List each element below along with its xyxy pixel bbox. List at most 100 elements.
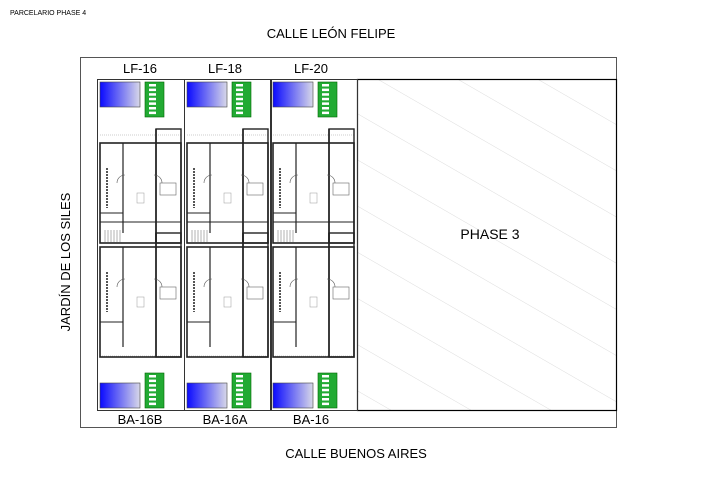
garden-step [322,111,329,115]
street-west-label: JARDÍN DE LOS SILES [58,192,73,331]
bathroom [246,182,264,196]
garden-step [236,375,243,378]
door-swing [326,278,336,288]
street-north-label: CALLE LEÓN FELIPE [267,26,396,41]
garden-step [149,102,156,105]
door-swing [153,174,163,184]
stair-core [272,221,355,244]
door-swing [240,278,250,288]
garden-step [236,402,243,406]
garden-step [149,388,156,392]
garden-step [236,84,243,87]
garden-step [322,384,329,387]
pool [99,382,141,409]
house-wall [272,246,355,358]
garden-step [149,402,156,406]
door-swing [153,278,163,288]
lot-parcel [97,79,185,411]
garden-step [236,379,243,383]
garden-step [236,97,243,101]
door-swing [203,174,213,184]
garden-step [149,375,156,378]
garden-step [236,88,243,92]
door-swing [116,278,126,288]
house-wall [186,246,269,358]
garden-step [236,102,243,105]
phase3-area: PHASE 3 [356,78,618,412]
garden-step [149,379,156,383]
stair-core [186,221,269,244]
garden-step [149,107,156,110]
garden-step [236,93,243,96]
bathroom [332,182,350,196]
garden-step [322,402,329,406]
lot-parcel [270,79,358,411]
street-south-label: CALLE BUENOS AIRES [285,446,427,461]
table [309,192,318,204]
door-swing [289,278,299,288]
door-swing [203,278,213,288]
garden-step [149,393,156,396]
door-swing [240,174,250,184]
lot-label-ba16a: BA-16A [203,412,248,427]
door-swing [289,174,299,184]
house-plan [186,232,269,358]
house-plan [272,232,355,358]
stair-wing [242,232,269,358]
garden-step [236,107,243,110]
door-swing [116,174,126,184]
garden-step [236,393,243,396]
pool [272,81,314,108]
garden-step [322,97,329,101]
house-plan [272,128,355,244]
garden-step [149,88,156,92]
door-swing [326,174,336,184]
stair-wing [328,232,355,358]
bathroom [159,182,177,196]
garden-step [322,393,329,396]
garden-step [149,97,156,101]
pool [186,382,228,409]
lot-boundary [184,79,272,411]
lot-label-lf16: LF-16 [123,61,157,76]
lot-label-lf20: LF-20 [294,61,328,76]
garden-step [322,398,329,401]
garden-step [322,88,329,92]
house-wall [99,246,182,358]
table [223,192,232,204]
bathroom [246,286,264,300]
garden-step [149,384,156,387]
pool [186,81,228,108]
garden-step [149,111,156,115]
garden-step [322,379,329,383]
table [223,296,232,308]
lot-label-ba16: BA-16 [293,412,329,427]
bathroom [159,286,177,300]
lot-label-ba16b: BA-16B [118,412,163,427]
garden-step [322,102,329,105]
bathroom [332,286,350,300]
garden-step [322,107,329,110]
phase3-label: PHASE 3 [460,226,519,242]
table [136,296,145,308]
stair-core [99,221,182,244]
garden-step [149,398,156,401]
garden-step [236,398,243,401]
garden-step [322,388,329,392]
pool [99,81,141,108]
stair-wing [155,232,182,358]
table [136,192,145,204]
house-plan [99,128,182,244]
lot-boundary [270,79,358,411]
lot-label-lf18: LF-18 [208,61,242,76]
garden-step [322,93,329,96]
garden-step [322,375,329,378]
garden-step [149,84,156,87]
garden-step [322,84,329,87]
sheet-title: PARCELARIO PHASE 4 [10,10,86,17]
lot-parcel [184,79,272,411]
garden-step [236,111,243,115]
garden-step [149,93,156,96]
table [309,296,318,308]
